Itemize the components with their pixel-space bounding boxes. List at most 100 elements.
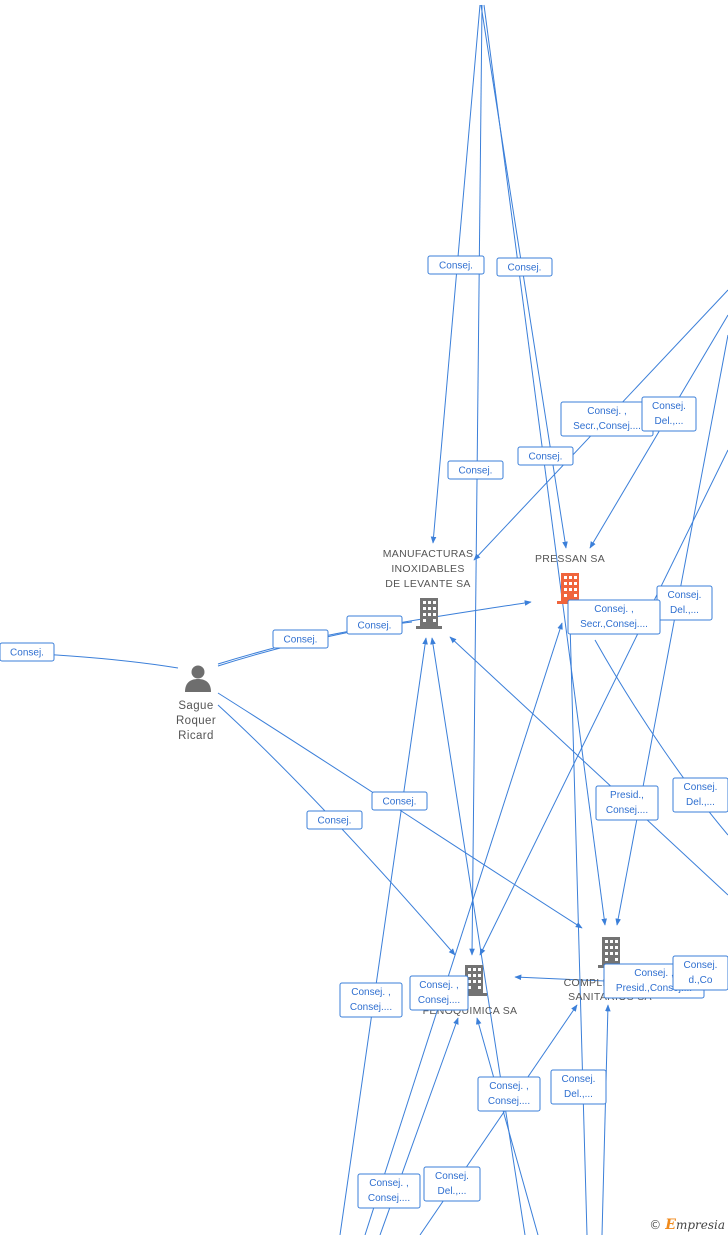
edge-label-l14[interactable]: Presid., Consej.... bbox=[595, 785, 659, 821]
pressan-label: PRESSAN SA bbox=[535, 553, 605, 565]
edge-label-l10[interactable]: Consej. bbox=[272, 629, 329, 649]
edge-labels: Consej. Consej. Consej. , Secr.,Consej.... C… bbox=[0, 255, 728, 1209]
edge-label-text: Del.,... bbox=[438, 1186, 467, 1197]
edge-label-text: Consej. bbox=[652, 401, 686, 412]
company-node-manufacturas[interactable]: MANUFACTURAS INOXIDABLES DE LEVANTE SA bbox=[383, 548, 474, 629]
edge-label-box bbox=[346, 615, 403, 635]
edge-label-l23[interactable]: Consej.Del.,... bbox=[423, 1166, 481, 1202]
edge-label-text: Consej. bbox=[529, 452, 563, 463]
edge-label-l7[interactable]: Consej. Del.,... bbox=[656, 585, 713, 621]
manufacturas-label-line-1: MANUFACTURAS bbox=[383, 548, 474, 560]
edge-label-text: Consej. , bbox=[587, 406, 626, 417]
edge-label-box bbox=[272, 629, 329, 649]
edge-label-text: Consej. bbox=[684, 782, 718, 793]
edge-label-l11[interactable]: Consej. bbox=[346, 615, 403, 635]
edge-label-box bbox=[306, 810, 363, 830]
edge-label-text: Consej. bbox=[562, 1074, 596, 1085]
edge-label-l1[interactable]: Consej. bbox=[427, 255, 485, 275]
edge-label-l15[interactable]: Consej. Del.,... bbox=[672, 777, 728, 813]
edge-right-to-fenoquimica[interactable] bbox=[479, 449, 728, 956]
edge-label-text: Consej. bbox=[439, 261, 473, 272]
edge-complementos-right[interactable] bbox=[594, 639, 728, 836]
edge-label-l16[interactable]: Consej. , Consej.... bbox=[339, 982, 403, 1018]
brand-text: mpresia bbox=[675, 1218, 725, 1232]
edge-label-l19[interactable]: Consej. d.,Co bbox=[672, 955, 728, 991]
person-label-line-1: Sague bbox=[178, 700, 213, 712]
edge-label-text: Consej.... bbox=[606, 805, 648, 816]
edge-label-l20[interactable]: Consej. , Consej.... bbox=[477, 1076, 541, 1112]
edge-top-to-fenoquimica[interactable] bbox=[469, 4, 483, 956]
edge-label-box bbox=[427, 255, 485, 275]
edge-label-l6[interactable]: Consej. bbox=[517, 446, 574, 466]
edge-label-l8[interactable]: Consej. , Secr.,Consej.... bbox=[567, 599, 661, 635]
edge-label-text: Presid., bbox=[610, 790, 644, 801]
edge-label-text: Consej. bbox=[684, 960, 718, 971]
edge-label-text: Consej. , bbox=[489, 1081, 528, 1092]
edge-label-l4[interactable]: Consej. Del.,... bbox=[641, 396, 697, 432]
edge-label-text: Consej.... bbox=[368, 1193, 410, 1204]
edge-bottom-to-manufacturas-a[interactable] bbox=[339, 637, 428, 1235]
edge-bottom-to-fenoquimica-b[interactable] bbox=[476, 1017, 539, 1235]
edge-label-box bbox=[496, 257, 553, 277]
edge-label-text: Consej.... bbox=[350, 1002, 392, 1013]
edge-label-l5[interactable]: Consej. bbox=[447, 460, 504, 480]
brand-initial: E bbox=[665, 1217, 676, 1233]
edge-label-box bbox=[672, 955, 728, 991]
edge-label-text: Consej. , bbox=[634, 968, 673, 979]
edge-label-box bbox=[339, 982, 403, 1018]
edge-label-text: d.,Co bbox=[689, 975, 713, 986]
person-label-line-2: Roquer bbox=[176, 715, 216, 727]
edge-label-text: Consej.... bbox=[418, 995, 460, 1006]
edge-label-text: Presid.,Consej.... bbox=[616, 983, 692, 994]
manufacturas-label-line-2: INOXIDABLES bbox=[391, 563, 464, 575]
edge-label-l13[interactable]: Consej. bbox=[306, 810, 363, 830]
edge-person-to-fenoquimica[interactable] bbox=[217, 704, 456, 956]
edge-label-text: Consej. bbox=[10, 648, 44, 659]
edge-bottom-to-pressan-a[interactable] bbox=[364, 622, 563, 1235]
edge-right-to-manufacturas-b[interactable] bbox=[449, 636, 728, 896]
edge-label-text: Consej. bbox=[508, 263, 542, 274]
edge-bottom-to-pressan-b[interactable] bbox=[567, 622, 588, 1235]
edge-label-l2[interactable]: Consej. bbox=[496, 257, 553, 277]
edge-label-text: Consej. bbox=[318, 816, 352, 827]
edge-label-box bbox=[567, 599, 661, 635]
edge-label-text: Consej. bbox=[668, 590, 702, 601]
company-node-pressan[interactable]: PRESSAN SA bbox=[535, 553, 605, 604]
building-icon bbox=[598, 937, 624, 968]
edge-label-box bbox=[517, 446, 574, 466]
empresia-logo: ©Empresia bbox=[649, 1217, 725, 1233]
edge-label-box bbox=[423, 1166, 481, 1202]
edge-label-text: Del.,... bbox=[655, 416, 684, 427]
edge-label-text: Consej. , bbox=[351, 987, 390, 998]
edge-label-l21[interactable]: Consej.Del.,... bbox=[550, 1069, 607, 1105]
edge-fenoquimica-to-complementos[interactable] bbox=[514, 974, 606, 982]
edge-label-text: Secr.,Consej.... bbox=[580, 619, 648, 630]
person-node[interactable]: Sague Roquer Ricard bbox=[176, 665, 216, 743]
edge-label-box bbox=[409, 975, 469, 1011]
edge-label-text: Consej. bbox=[459, 466, 493, 477]
edge-label-text: Consej. , bbox=[594, 604, 633, 615]
copyright-symbol: © bbox=[649, 1218, 662, 1232]
edge-label-text: Consej. bbox=[284, 635, 318, 646]
edge-label-l17[interactable]: Consej. , Consej.... bbox=[409, 975, 469, 1011]
edge-label-text: Consej. bbox=[358, 621, 392, 632]
edge-label-text: Del.,... bbox=[686, 797, 715, 808]
person-icon bbox=[185, 665, 211, 692]
edge-label-text: Consej.... bbox=[488, 1096, 530, 1107]
edge-bottom-to-complementos-b[interactable] bbox=[601, 1004, 611, 1235]
edge-label-l22[interactable]: Consej. ,Consej.... bbox=[357, 1173, 421, 1209]
edge-label-box bbox=[477, 1076, 541, 1112]
edge-label-text: Consej. bbox=[383, 797, 417, 808]
edge-label-box bbox=[595, 785, 659, 821]
edge-bottom-to-manufacturas-b[interactable] bbox=[430, 637, 526, 1235]
edge-label-l12[interactable]: Consej. bbox=[371, 791, 428, 811]
person-label-line-3: Ricard bbox=[178, 730, 214, 742]
edge-right-to-complementos-a[interactable] bbox=[615, 334, 728, 926]
edge-label-text: Del.,... bbox=[670, 605, 699, 616]
edge-label-text: Consej. , bbox=[419, 980, 458, 991]
nodes: Sague Roquer Ricard MANUFACTURAS INOXIDA… bbox=[176, 548, 656, 1017]
edge-label-box bbox=[371, 791, 428, 811]
edge-label-l3[interactable]: Consej. ,Secr.,Consej.... bbox=[560, 401, 654, 437]
edge-label-l9[interactable]: Consej. bbox=[0, 642, 55, 662]
